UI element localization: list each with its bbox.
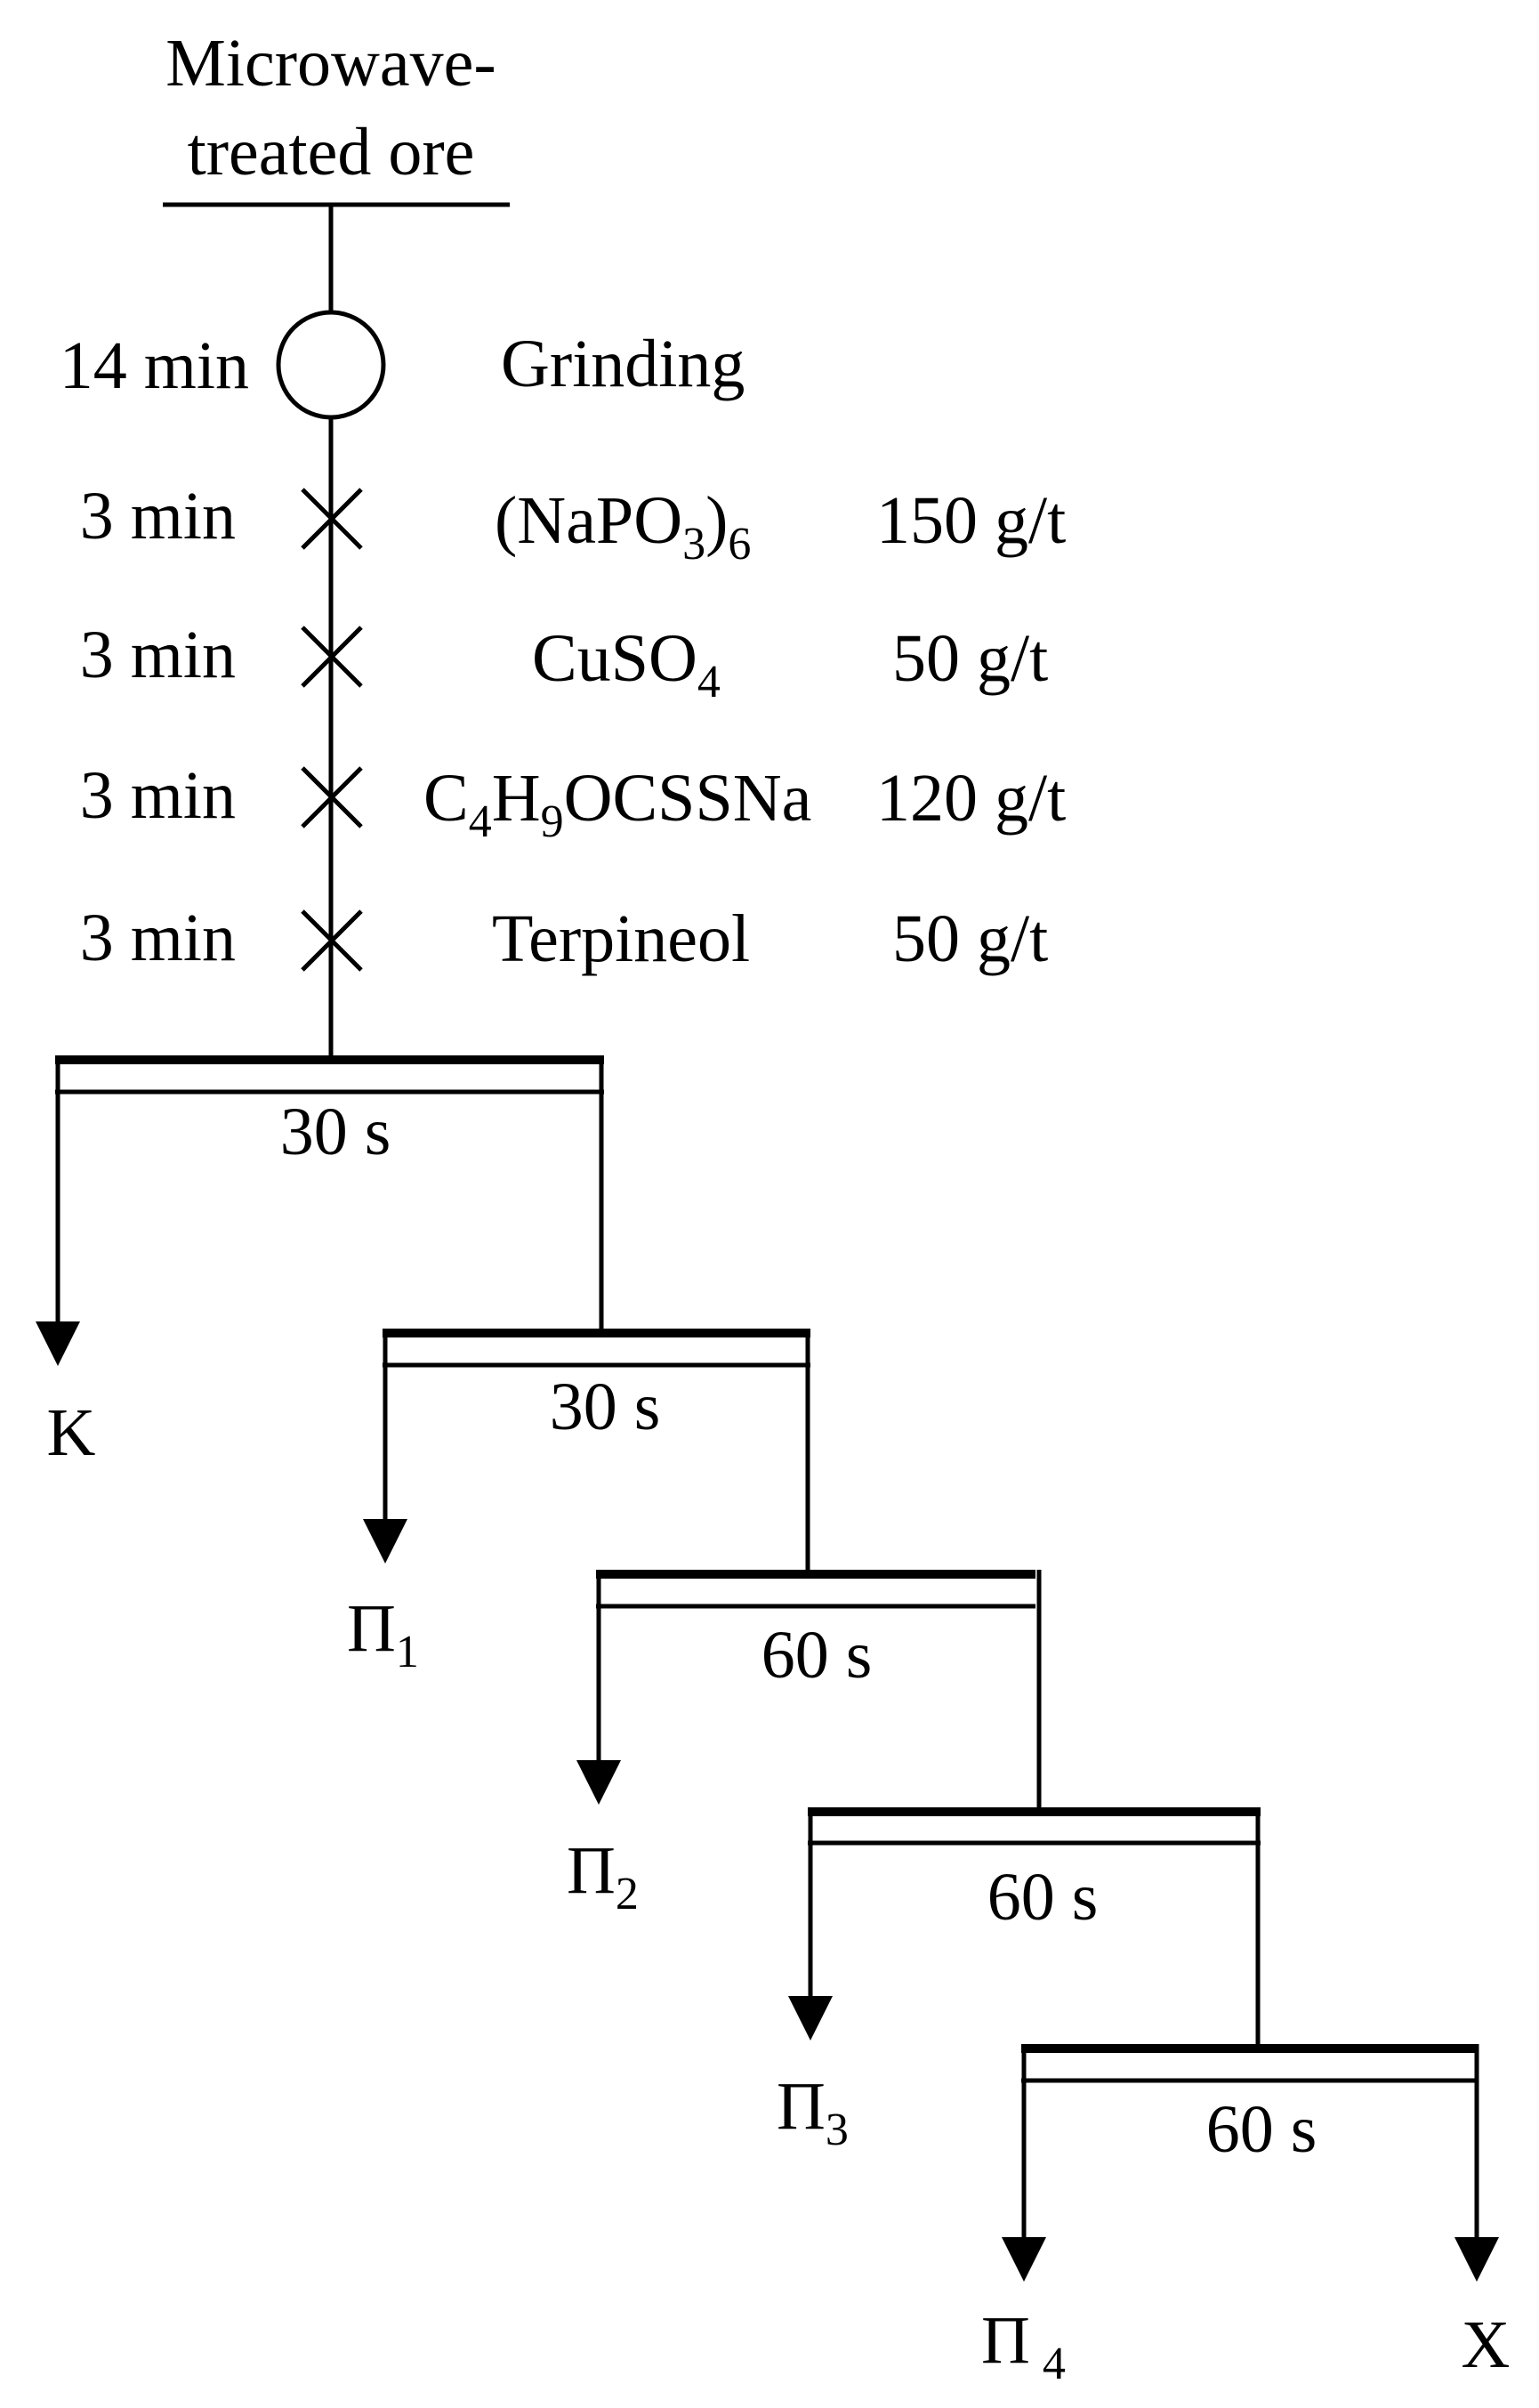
reagent-name-4: Terpineol: [492, 901, 750, 976]
reagent-cross-2: [301, 626, 363, 688]
stage-time-2: 30 s: [550, 1370, 661, 1444]
feed-label-line1: Microwave-: [165, 26, 496, 101]
reagent-dose-4: 50 g/t: [892, 901, 1048, 976]
product-concentrate-k: K: [47, 1395, 96, 1470]
reagent-name-3: C4H9OCSSNa: [423, 761, 811, 847]
reagent-cross-3: [301, 766, 363, 828]
reagent-cross-4: [301, 909, 363, 972]
product-tailings-x: X: [1462, 2307, 1511, 2382]
grinding-mill-symbol: [276, 310, 386, 420]
reagent-dose-1: 150 g/t: [876, 483, 1066, 558]
reagent-time-2: 3 min: [80, 618, 236, 692]
flotation-cell-4: [788, 1807, 1261, 2047]
stage-time-3: 60 s: [761, 1618, 873, 1693]
reagent-cross-1: [301, 488, 363, 550]
reagent-dose-3: 120 g/t: [876, 761, 1066, 836]
product-middling-3: Π3: [777, 2069, 849, 2155]
flotation-cell-2: [363, 1329, 810, 1573]
reagent-time-4: 3 min: [80, 901, 236, 975]
grinding-label: Grinding: [501, 327, 745, 401]
flotation-cell-3: [576, 1570, 1042, 1809]
reagent-dose-2: 50 g/t: [892, 621, 1048, 696]
grinding-time: 14 min: [60, 328, 249, 403]
stage-time-4: 60 s: [987, 1860, 1099, 1935]
stage-time-5: 60 s: [1206, 2092, 1317, 2167]
product-middling-2: Π2: [567, 1833, 639, 1919]
stage-time-1: 30 s: [280, 1095, 391, 1169]
reagent-name-2: CuSO4: [532, 621, 721, 707]
reagent-time-3: 3 min: [80, 758, 236, 833]
flotation-cell-5: [1002, 2044, 1499, 2282]
reagent-time-1: 3 min: [80, 479, 236, 554]
product-middling-1: Π1: [347, 1591, 419, 1677]
flotation-cell-1: [36, 1055, 604, 1366]
reagent-name-1: (NaPO3)6: [495, 483, 751, 570]
feed-label-line2: treated ore: [188, 115, 475, 190]
